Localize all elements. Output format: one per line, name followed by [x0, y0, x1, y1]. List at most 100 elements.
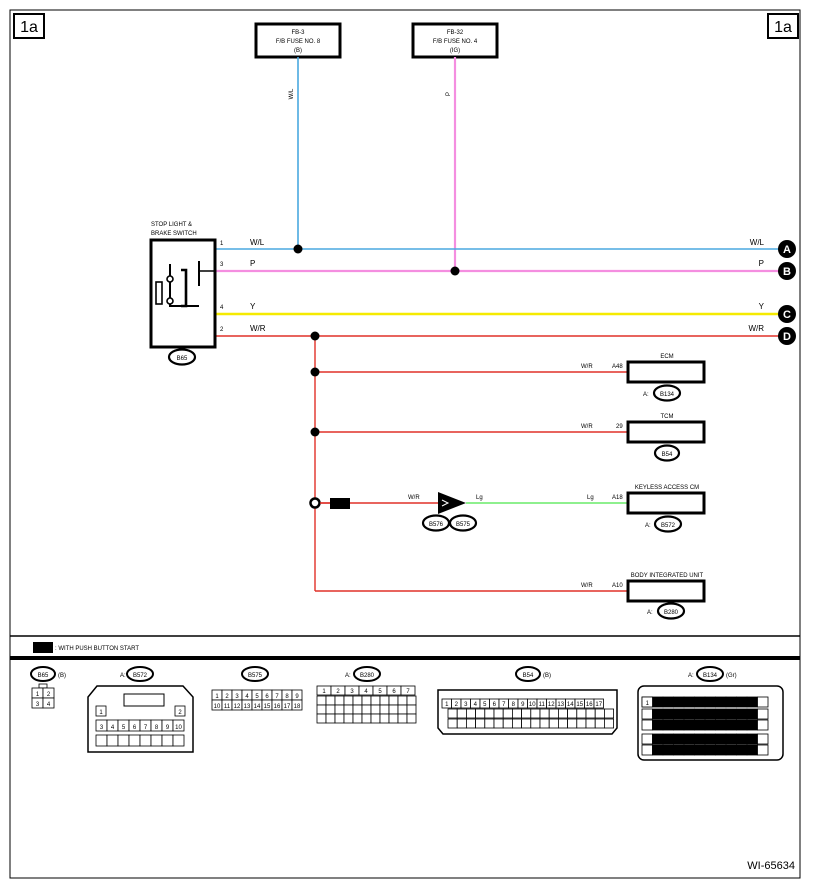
ecm-module: ECM W/R A48 A: B134: [581, 354, 706, 402]
diode-connector-1: B576: [429, 522, 444, 528]
connector-pin: [725, 696, 737, 708]
connector-pin-number: 2: [455, 702, 459, 708]
connector-pin: [475, 708, 486, 719]
connector-pin: [370, 704, 381, 715]
connector-pin: [683, 708, 695, 720]
connector-pin: [694, 708, 706, 720]
legend-text: : WITH PUSH BUTTON START: [55, 646, 139, 652]
outer-frame: [9, 9, 801, 879]
connector-pin: [406, 704, 417, 715]
body-integrated-unit: BODY INTEGRATED UNIT W/R A10 A: B280: [581, 573, 706, 620]
connector-pin: [161, 734, 174, 747]
connector-pin: [530, 718, 541, 729]
connector-pin: [652, 696, 664, 708]
connector-pin: [325, 704, 336, 715]
switch-wire-label-2: W/R: [250, 324, 266, 333]
fuse-fb32-wire-label: P: [446, 92, 452, 96]
conn-b54-suffix: (B): [543, 673, 551, 679]
connector-pin: [558, 708, 569, 719]
connector-pin: [484, 718, 495, 729]
connector-pin-number: 14: [254, 704, 261, 710]
connector-pin: [475, 718, 486, 729]
switch-pin-3: 3: [220, 262, 224, 268]
connector-pin: [594, 718, 605, 729]
connector-pin: [447, 718, 458, 729]
keyless-connector: B572: [661, 523, 676, 529]
connector-pin: [683, 696, 695, 708]
connector-pin: [521, 708, 532, 719]
connector-pin: [512, 718, 523, 729]
connector-pin: [548, 718, 559, 729]
conn-b572-prefix: A:: [120, 673, 126, 679]
connector-pin: [379, 695, 390, 706]
connector-pin: [352, 695, 363, 706]
conn-b280-name: B280: [360, 673, 375, 679]
diode: B576 B575: [421, 492, 478, 532]
connector-pin-number: 3: [350, 689, 354, 695]
connector-pin-number: 11: [224, 704, 231, 710]
terminal-d: D: [778, 327, 796, 345]
switch-pin-4: 4: [220, 305, 224, 311]
connector-pin: [715, 719, 727, 731]
terminal-a-text: A: [783, 244, 791, 256]
connector-pin: [95, 734, 108, 747]
connector-pin: [361, 704, 372, 715]
connector-pin: [139, 734, 152, 747]
connector-pin-number: 8: [285, 694, 289, 700]
junction-wr-ecm: [310, 367, 320, 377]
connector-pin: [715, 696, 727, 708]
connector-pin: [641, 708, 653, 720]
connector-pin-number: 2: [47, 692, 51, 698]
connector-pin: [352, 713, 363, 724]
conn-b54-name: B54: [523, 673, 534, 679]
connector-pin: [576, 718, 587, 729]
keyless-connector-prefix: A:: [645, 523, 651, 529]
connector-pin: [746, 744, 758, 756]
connector-pin: [585, 708, 596, 719]
keyless-wire-in-label: W/R: [408, 495, 420, 501]
connector-pin: [95, 705, 107, 717]
connector-pin: [325, 695, 336, 706]
connector-pin: [334, 695, 345, 706]
connector-pin: [746, 733, 758, 745]
connector-pin: [673, 719, 685, 731]
connector-pin: [604, 708, 615, 719]
connector-pin-number: 6: [133, 725, 137, 731]
connector-pin: [456, 718, 467, 729]
connector-pin: [704, 744, 716, 756]
connector-pin-number: 6: [265, 694, 269, 700]
switch-pin-1: 1: [220, 241, 224, 247]
connector-pin-number: 16: [274, 704, 281, 710]
connector-pin-number: 8: [155, 725, 159, 731]
connector-pin-number: 13: [244, 704, 251, 710]
connector-pin-number: 7: [502, 702, 506, 708]
connector-pin-number: 17: [595, 702, 602, 708]
connector-pin: [576, 708, 587, 719]
switch-connector-label: B65: [177, 356, 188, 362]
connector-pin-number: 9: [295, 694, 299, 700]
terminal-d-wire-label: W/R: [748, 324, 764, 333]
connector-pin: [539, 708, 550, 719]
connector-pin: [512, 708, 523, 719]
connector-pin-number: 3: [464, 702, 468, 708]
connector-pin-number: 16: [586, 702, 593, 708]
stop-light-brake-switch: STOP LIGHT & BRAKE SWITCH 1 3 4 2 W/L P …: [149, 222, 266, 366]
tcm-pin: 29: [616, 424, 623, 430]
switch-wire-label-3: P: [250, 259, 255, 268]
legend-badge-text: WP: [38, 646, 48, 652]
fuse-fb3-wire-label: W/L: [289, 88, 295, 99]
connector-pin: [585, 718, 596, 729]
wp-badge-branch: WP: [330, 498, 350, 509]
tcm-title: TCM: [661, 414, 674, 420]
connector-pin: [352, 704, 363, 715]
junction-wl: [293, 244, 303, 254]
connector-pin-number: 7: [144, 725, 148, 731]
connector-pin-number: 7: [406, 689, 410, 695]
connector-pin-number: 6: [493, 702, 497, 708]
connector-pin: [502, 718, 513, 729]
connector-pin: [379, 704, 390, 715]
connector-pin: [652, 719, 664, 731]
connector-pin: [361, 713, 372, 724]
connector-pin-number: 3: [100, 725, 104, 731]
